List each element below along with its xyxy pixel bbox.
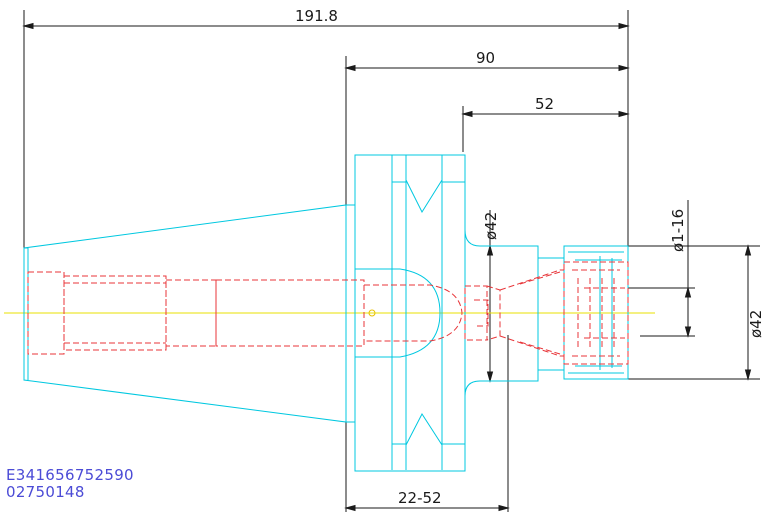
orifice-mark [368,309,376,317]
part-number: 02750148 [6,483,85,501]
dim-nut-diameter: ø42 [747,310,765,338]
dim-clamp-range: ø1-16 [669,209,687,252]
dim-adjust-range: 22-52 [398,489,442,507]
dim-neck-diameter: ø42 [482,212,500,240]
dim-body-length: 52 [535,95,554,113]
part-code: E341656752590 [6,466,134,484]
dimension-lines [22,10,760,512]
holder-outline [23,154,629,472]
dim-flange-to-end: 90 [476,49,495,67]
dim-overall-length: 191.8 [295,7,338,25]
hidden-lines [27,261,629,365]
part-identifier: E341656752590 02750148 [6,467,134,501]
